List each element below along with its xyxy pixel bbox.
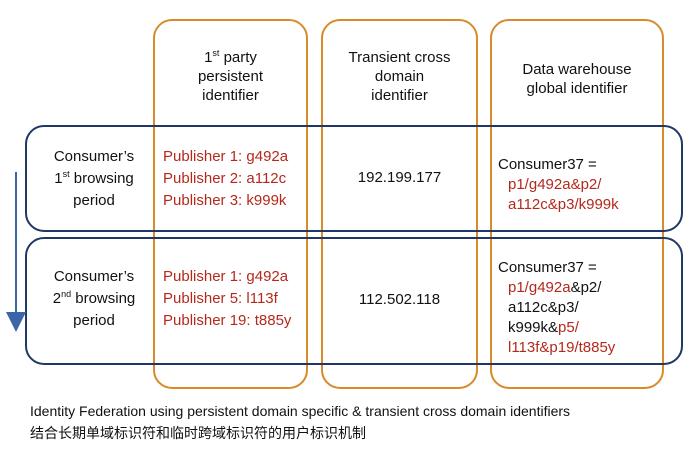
column-box-first-party xyxy=(153,19,308,389)
publisher-entry: Publisher 2: a112c xyxy=(163,170,287,187)
publisher-entry: Publisher 1: g492a xyxy=(163,148,289,165)
column-box-warehouse xyxy=(490,19,664,389)
row-label-first-period: Consumer’s 1st browsing period xyxy=(53,148,135,209)
caption-chinese: 结合长期单域标识符和临时跨域标识符的用户标识机制 xyxy=(30,426,366,442)
global-id-second-period: Consumer37 = p1/g492a&p2/ a112c&p3/ k999… xyxy=(498,259,616,356)
publisher-entry: Publisher 1: g492a xyxy=(163,268,289,285)
row-box-second-period xyxy=(25,237,683,365)
publisher-entry: Publisher 3: k999k xyxy=(163,192,287,209)
transient-ip-second-period: 112.502.118 xyxy=(358,291,441,308)
row-box-first-period xyxy=(25,125,683,232)
header-transient: Transient cross domain identifier xyxy=(348,49,451,104)
column-box-transient xyxy=(321,19,478,389)
header-warehouse: Data warehouse global identifier xyxy=(522,61,632,97)
publisher-entry: Publisher 5: l113f xyxy=(163,290,278,307)
publisher-entry: Publisher 19: t885y xyxy=(163,312,292,329)
caption-english: Identity Federation using persistent dom… xyxy=(30,403,571,419)
publisher-list-second-period: Publisher 1: g492a Publisher 5: l113f Pu… xyxy=(163,266,291,332)
global-id-first-period: Consumer37 = p1/g492a&p2/ a112c&p3/k999k xyxy=(498,156,619,213)
publisher-list-first-period: Publisher 1: g492a Publisher 2: a112c Pu… xyxy=(163,146,288,212)
row-label-second-period: Consumer’s 2nd browsing period xyxy=(52,268,136,329)
transient-ip-first-period: 192.199.177 xyxy=(357,169,442,186)
header-first-party: 1st party persistent identifier xyxy=(197,48,264,105)
